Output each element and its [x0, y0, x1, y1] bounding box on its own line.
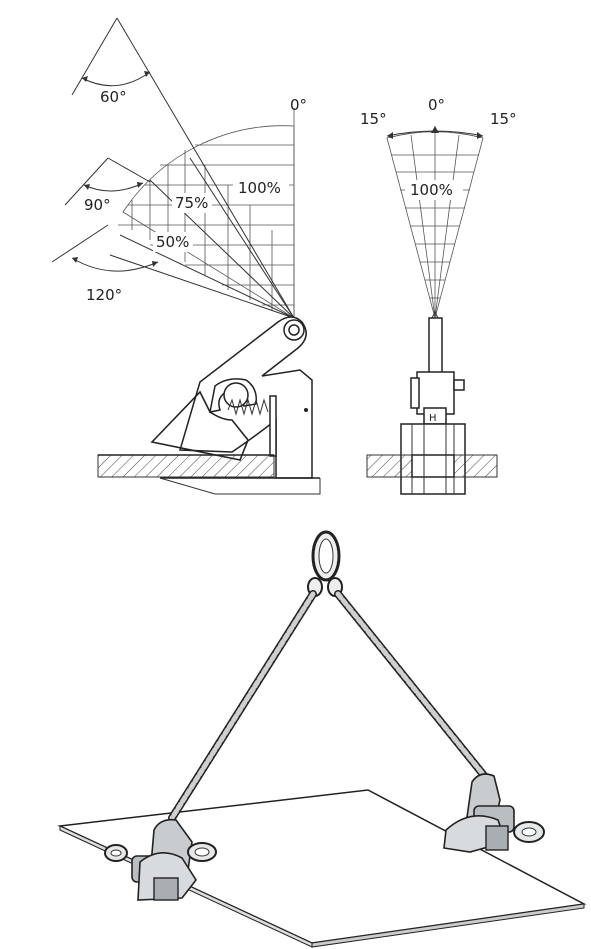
side-view: 60° 90° 120° 0° 100% 75% 50%	[51, 17, 321, 495]
master-link	[307, 530, 343, 597]
lifting-illustration	[57, 530, 587, 948]
front-angle-center-label: 0°	[428, 96, 445, 114]
side-plate-section	[97, 454, 275, 478]
front-capacity-100-label: 100%	[410, 181, 453, 199]
clamp-left	[104, 818, 217, 901]
clamp-right	[443, 773, 545, 853]
clamp-side-drawing	[150, 316, 321, 495]
capacity-75-label: 75%	[175, 194, 208, 212]
angle-90-indicator: 90°	[64, 157, 151, 214]
side-capacity-sector	[109, 108, 295, 319]
angle-120-label: 120°	[86, 286, 122, 304]
front-marking-label: H	[429, 413, 437, 424]
front-view: 15° 0° 15° 100% H	[360, 96, 517, 495]
capacity-100-label: 100%	[238, 179, 281, 197]
chain-left	[168, 590, 317, 822]
front-capacity-sector	[386, 126, 484, 320]
angle-120-indicator: 120°	[51, 224, 159, 304]
front-angle-left-label: 15°	[360, 110, 387, 128]
capacity-50-label: 50%	[156, 233, 189, 251]
angle-60-indicator: 60°	[71, 17, 295, 319]
chain-right	[334, 590, 490, 782]
front-angle-right-label: 15°	[490, 110, 517, 128]
side-angle-0-label: 0°	[290, 96, 307, 114]
angle-60-label: 60°	[100, 88, 127, 106]
angle-90-label: 90°	[84, 196, 111, 214]
